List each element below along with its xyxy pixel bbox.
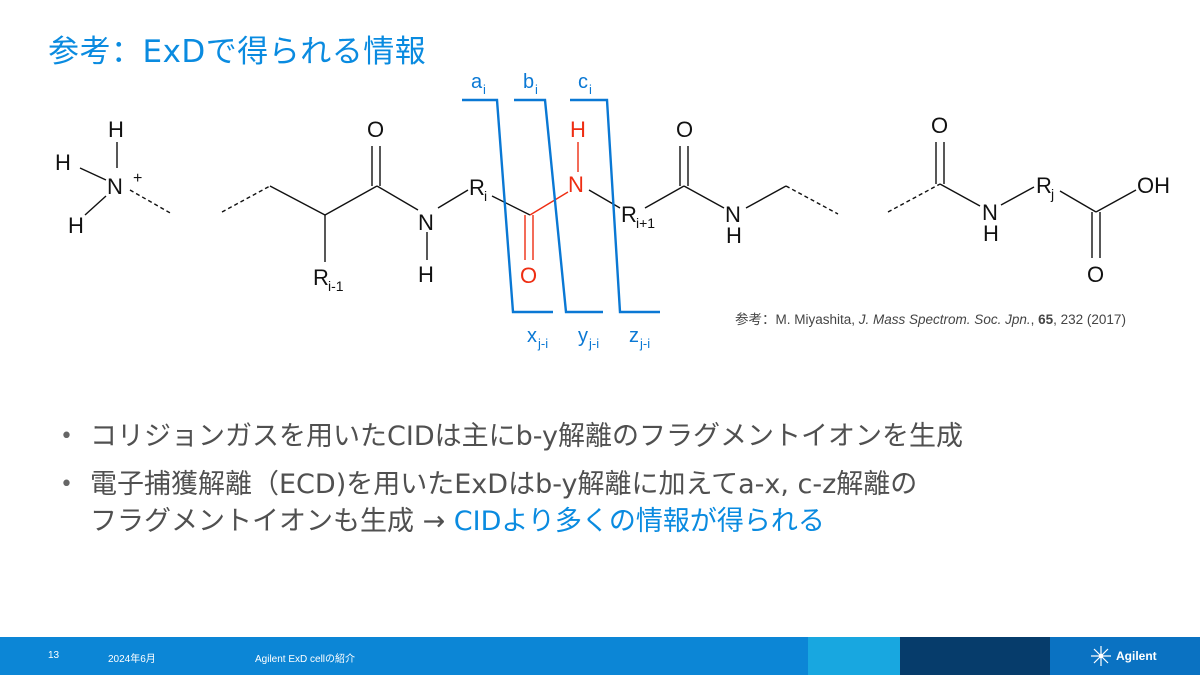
bullet-list: • コリジョンガスを用いたCIDは主にb-y解離のフラグメントイオンを生成 • … [60, 418, 1160, 551]
bullet-item: • 電子捕獲解離（ECD)を用いたExDはb-y解離に加えてa-x, c-z解離… [60, 466, 1160, 540]
fragment-labels-bottom: x j-i y j-i z j-i [527, 325, 650, 351]
reference-journal: J. Mass Spectrom. Soc. Jpn. [858, 312, 1031, 327]
bullet-text-line2: フラグメントイオンも生成 [90, 506, 423, 537]
n-atom: N [725, 202, 741, 227]
r-im1-label: R [313, 265, 329, 290]
spark-icon [1091, 646, 1111, 666]
cleavage-lines [462, 98, 660, 314]
reference-sep: , [1030, 312, 1039, 327]
bullet-dot: • [60, 472, 73, 497]
c-terminus-group: O N H R j OH O [887, 113, 1170, 287]
r-j-subscript: j [1050, 186, 1054, 202]
footer-bar: 13 2024年6月 Agilent ExD cellの紹介 Agilent [0, 637, 1200, 675]
fragment-y-subscript: j-i [588, 336, 599, 351]
r-ip1-label: R [621, 202, 637, 227]
h-atom: H [108, 117, 124, 142]
fragment-y-label: y [578, 325, 588, 347]
h-atom: H [55, 150, 71, 175]
h-atom: H [68, 213, 84, 238]
slide-title: 参考：ExDで得られる情報 [48, 34, 427, 70]
bullet-item: • コリジョンガスを用いたCIDは主にb-y解離のフラグメントイオンを生成 [60, 418, 1160, 455]
fragment-a-label: a [471, 71, 483, 93]
o-atom-red: O [520, 263, 537, 288]
bullet-text-line1: 電子捕獲解離（ECD)を用いたExDはb-y解離に加えてa-x, c-z解離の [90, 469, 918, 500]
fragment-b-label: b [523, 71, 534, 93]
h-atom-red: H [570, 117, 586, 142]
fragment-x-label: x [527, 325, 537, 347]
r-ip1-subscript: i+1 [636, 215, 655, 231]
charge-plus: + [133, 170, 142, 187]
h-atom: H [726, 223, 742, 248]
reference-volume: 65 [1038, 312, 1054, 327]
h-atom: H [418, 262, 434, 287]
o-atom: O [367, 117, 384, 142]
fragment-labels-top: a i b i c i [471, 71, 592, 97]
footer-date: 2024年6月 [108, 654, 156, 665]
fragment-b-subscript: i [535, 82, 538, 97]
fragment-z-label: z [629, 325, 639, 347]
bullet-highlight: CIDより多くの情報が得られる [445, 506, 825, 537]
oh-group: OH [1137, 173, 1170, 198]
ammonium-group: H H N + H [55, 117, 173, 238]
n-atom: N [107, 174, 123, 199]
reference-prefix: 参考：M. Miyashita, [735, 312, 859, 327]
peptide-backbone: O N H R i R i-1 O N H R i+1 O N H [221, 117, 839, 294]
bullet-text: コリジョンガスを用いたCIDは主にb-y解離のフラグメントイオンを生成 [90, 421, 963, 452]
h-atom: H [983, 221, 999, 246]
r-j-label: R [1036, 173, 1052, 198]
logo-text: Agilent [1116, 649, 1157, 663]
n-atom-red: N [568, 172, 584, 197]
reference-citation: 参考：M. Miyashita, J. Mass Spectrom. Soc. … [735, 308, 1126, 328]
reference-rest: , 232 (2017) [1053, 312, 1126, 327]
o-atom: O [676, 117, 693, 142]
fragment-c-label: c [578, 71, 588, 93]
r-im1-subscript: i-1 [328, 278, 344, 294]
footer-doc-title: Agilent ExD cellの紹介 [255, 654, 356, 665]
fragment-z-subscript: j-i [639, 336, 650, 351]
n-atom: N [418, 210, 434, 235]
r-i-subscript: i [484, 188, 487, 204]
arrow-icon: → [422, 506, 446, 537]
fragment-x-subscript: j-i [537, 336, 548, 351]
n-atom: N [982, 200, 998, 225]
o-atom: O [931, 113, 948, 138]
peptide-fragmentation-diagram: H H N + H O N H R i R i-1 O N [55, 71, 1170, 351]
page-number: 13 [48, 650, 60, 661]
fragment-c-subscript: i [589, 82, 592, 97]
o-atom: O [1087, 262, 1104, 287]
bullet-dot: • [60, 424, 73, 449]
r-i-label: R [469, 175, 485, 200]
fragment-a-subscript: i [483, 82, 486, 97]
agilent-logo: Agilent [1090, 645, 1157, 667]
